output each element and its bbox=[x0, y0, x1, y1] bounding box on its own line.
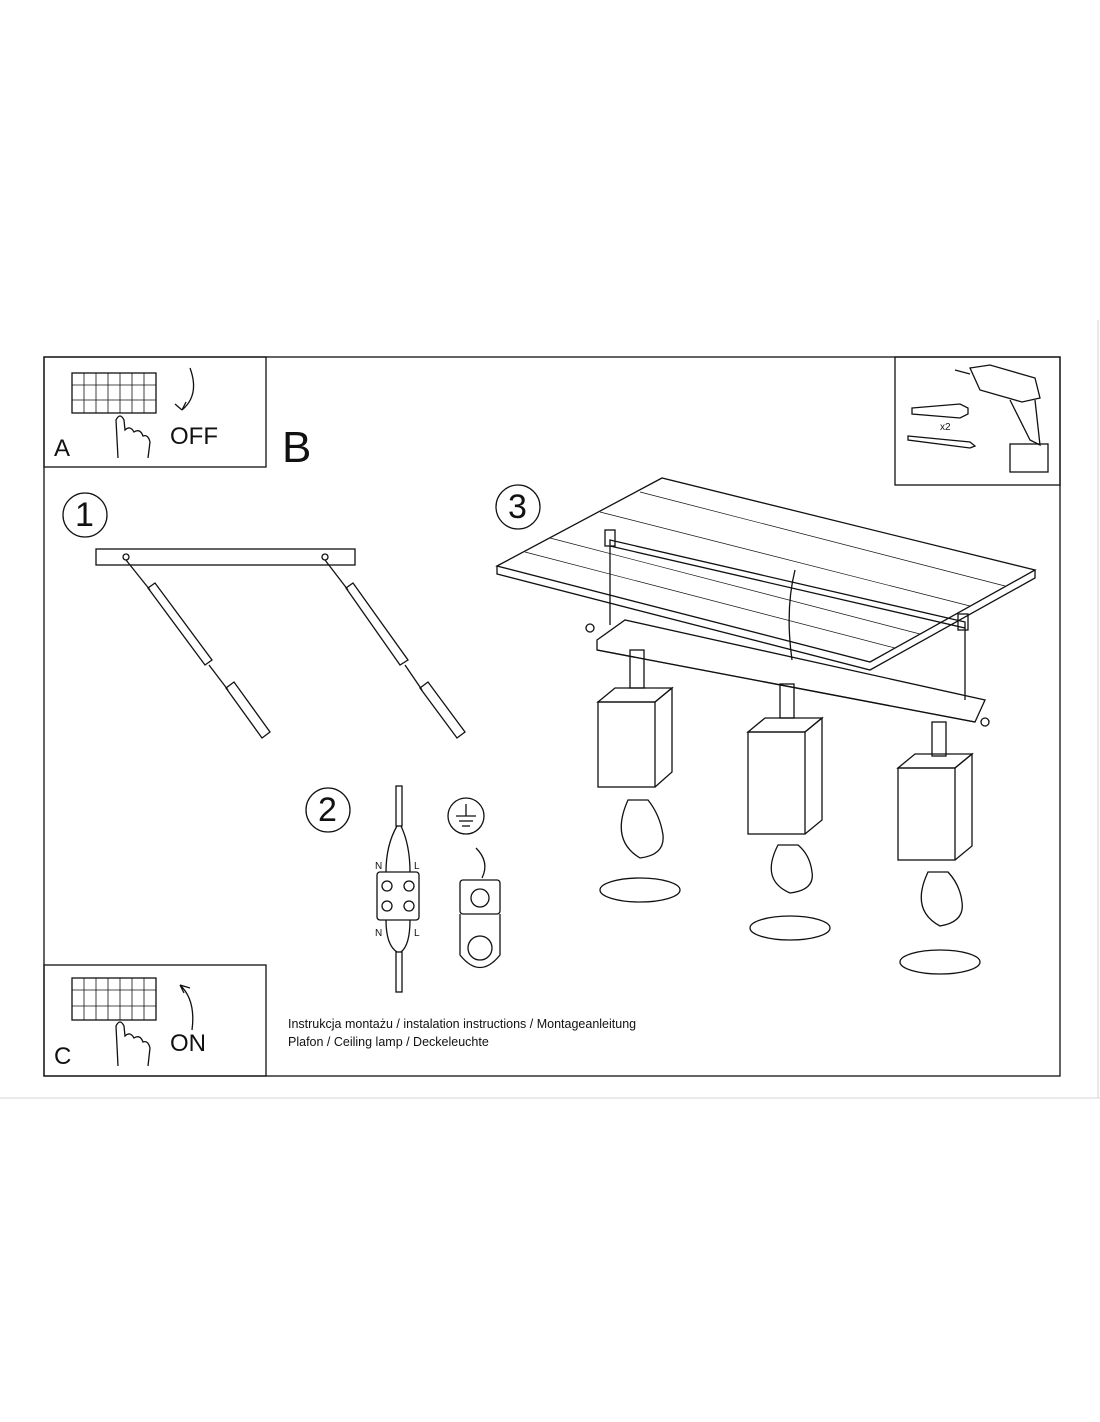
footer-title: Instrukcja montażu / instalation instruc… bbox=[288, 1017, 637, 1031]
panel-a-letter: A bbox=[54, 435, 71, 462]
wire-n-bottom: N bbox=[375, 928, 383, 939]
wall-plug-icon bbox=[911, 403, 969, 419]
step-1-number: 1 bbox=[75, 496, 94, 534]
panel-c-letter: C bbox=[54, 1043, 72, 1070]
arrow-up-icon bbox=[179, 984, 194, 1031]
ceiling-plate bbox=[495, 477, 1037, 671]
step-3-number: 3 bbox=[508, 488, 527, 526]
tools-frame bbox=[894, 356, 1061, 486]
wire-l-top: L bbox=[414, 861, 420, 872]
step-1-circle bbox=[62, 492, 108, 538]
step-2-circle bbox=[305, 787, 351, 833]
screw-and-dowel-icon bbox=[324, 559, 466, 739]
mounting-rail bbox=[604, 529, 969, 700]
ground-terminal-icon bbox=[447, 797, 501, 969]
quantity-label: x2 bbox=[940, 422, 951, 433]
arrow-down-icon bbox=[174, 367, 195, 411]
lamp-bar bbox=[585, 619, 990, 727]
spotlight bbox=[596, 649, 681, 903]
drill-icon bbox=[954, 364, 1049, 473]
wire-n-top: N bbox=[375, 861, 383, 872]
off-label: OFF bbox=[170, 423, 218, 450]
panel-b-letter: B bbox=[282, 423, 312, 472]
screw-icon bbox=[907, 435, 977, 449]
spotlight bbox=[896, 721, 981, 975]
outer-frame bbox=[43, 356, 1061, 1077]
step-3-circle bbox=[495, 484, 541, 530]
screw-and-dowel-icon bbox=[125, 559, 271, 739]
panel-c-frame bbox=[43, 964, 267, 1077]
step-2-number: 2 bbox=[318, 791, 337, 829]
on-label: ON bbox=[170, 1030, 206, 1057]
breaker-panel-icon bbox=[71, 372, 157, 414]
wire-l-bottom: L bbox=[414, 928, 420, 939]
hand-icon bbox=[115, 415, 151, 459]
hand-icon bbox=[115, 1021, 151, 1067]
panel-a-frame bbox=[43, 356, 267, 468]
breaker-panel-icon bbox=[71, 977, 157, 1021]
mounting-bar bbox=[95, 548, 356, 566]
terminal-block-icon bbox=[376, 785, 420, 993]
footer-subtitle: Plafon / Ceiling lamp / Deckeleuchte bbox=[288, 1035, 489, 1049]
spotlight bbox=[746, 683, 831, 941]
